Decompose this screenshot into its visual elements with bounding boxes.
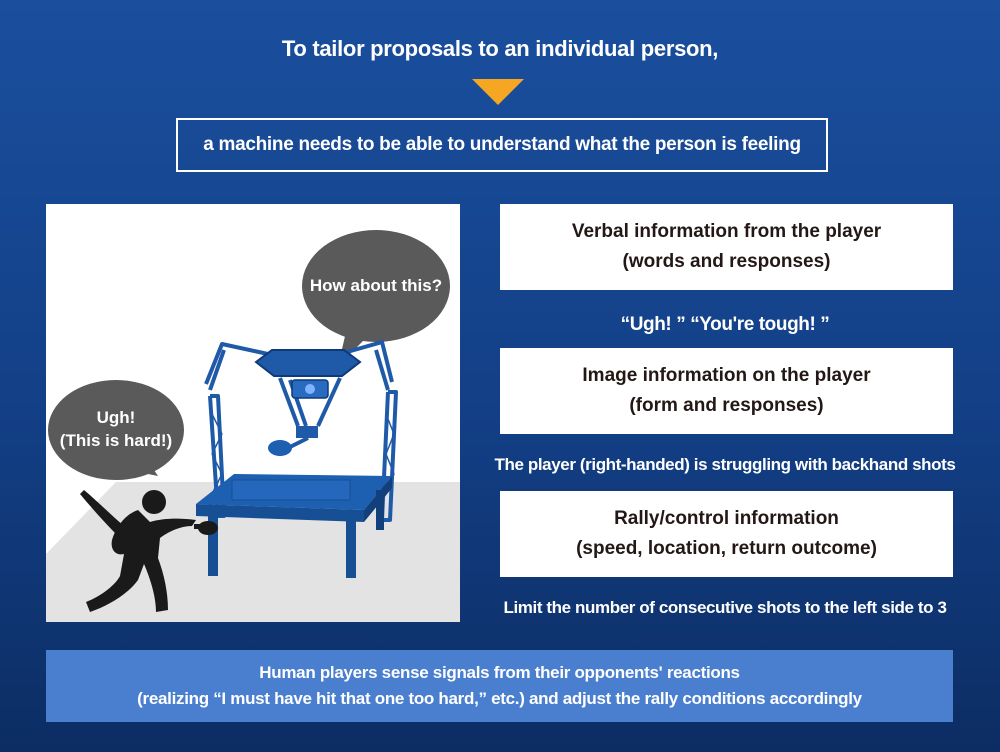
footer-line1: Human players sense signals from their o… — [259, 663, 740, 682]
image-info-example: The player (right-handed) is struggling … — [494, 455, 956, 474]
rally-info-box: Rally/control information (speed, locati… — [500, 491, 953, 577]
verbal-info-title: Verbal information from the player — [571, 221, 882, 242]
robot-frame — [204, 340, 398, 522]
ping-pong-table — [196, 474, 392, 578]
robot-paddle — [268, 426, 318, 456]
image-info-box: Image information on the player (form an… — [500, 348, 953, 434]
rally-info-title: Rally/control information — [614, 508, 839, 529]
verbal-info-subtitle: (words and responses) — [622, 251, 831, 272]
ping-pong-scene: How about this? Ugh! (This is hard!) — [46, 204, 460, 622]
down-arrow-icon — [472, 79, 524, 105]
player-speech-line2: (This is hard!) — [59, 431, 173, 450]
heading-lead: To tailor proposals to an individual per… — [281, 36, 719, 61]
player-speech-text: Ugh! (This is hard!) — [50, 406, 182, 452]
footer-line2: (realizing “I must have hit that one too… — [137, 689, 862, 708]
verbal-info-box: Verbal information from the player (word… — [500, 204, 953, 290]
player-silhouette — [80, 490, 218, 612]
conclusion-box: a machine needs to be able to understand… — [176, 118, 828, 172]
robot-head — [254, 349, 362, 377]
verbal-info-example: “Ugh! ” “You're tough! ” — [620, 314, 830, 335]
image-info-subtitle: (form and responses) — [629, 395, 824, 416]
rally-info-example: Limit the number of consecutive shots to… — [503, 598, 947, 617]
footer-box: Human players sense signals from their o… — [46, 650, 953, 722]
rally-info-subtitle: (speed, location, return outcome) — [576, 538, 877, 559]
image-info-title: Image information on the player — [582, 365, 871, 386]
scene-illustration — [46, 230, 460, 622]
robot-speech-text: How about this? — [309, 276, 443, 295]
player-speech-line1: Ugh! — [96, 408, 136, 427]
player-speech-bubble — [48, 380, 184, 480]
